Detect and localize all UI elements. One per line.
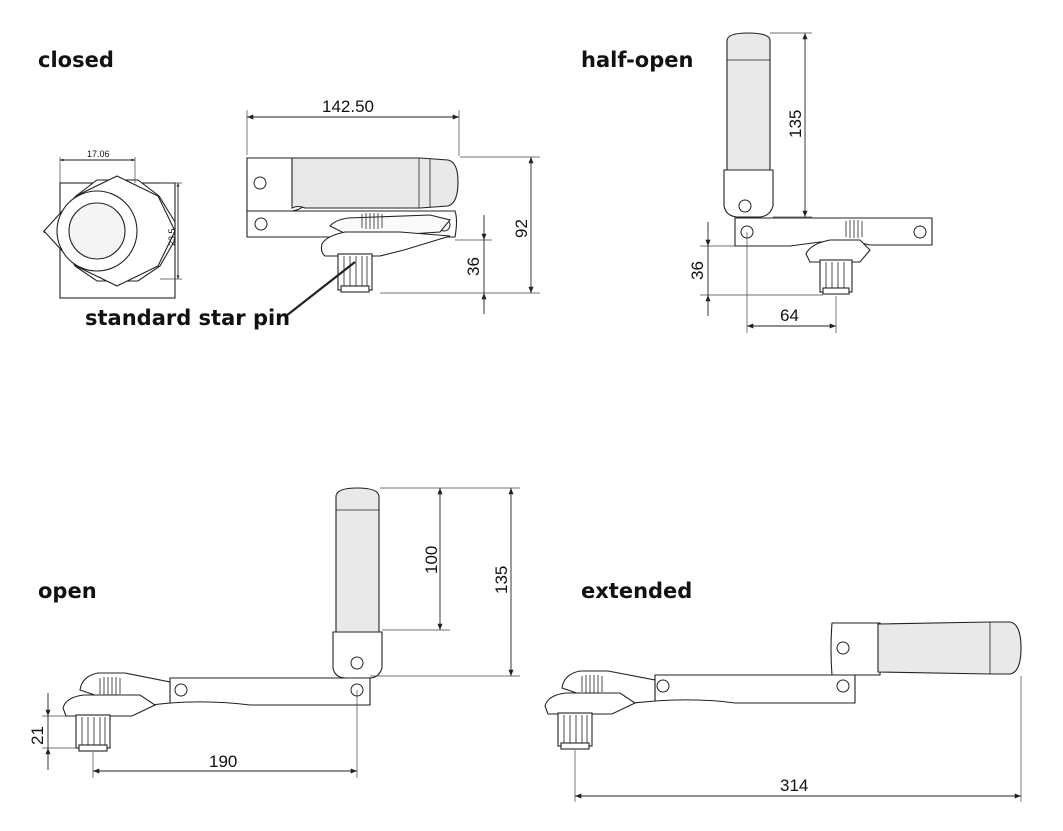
half-open-title: half-open [581, 48, 693, 72]
open-title: open [38, 579, 97, 603]
gear-ribs-closed [361, 213, 383, 229]
closed-height-dim: 92 [512, 219, 531, 238]
pin-label: standard star pin [85, 306, 290, 330]
gear-ribs-half-open [845, 220, 863, 238]
gear-ribs-extended [581, 675, 603, 693]
half-open-pin-dim: 36 [688, 261, 707, 280]
open-pin-dim: 21 [28, 726, 47, 745]
gear-ribs-open [99, 677, 121, 695]
star-height-dim: 23.5 [167, 228, 177, 246]
closed-title: closed [38, 48, 114, 72]
crank-half-open [723, 32, 933, 295]
crank-extended [544, 621, 1022, 750]
half-open-offset-dim: 64 [780, 306, 799, 325]
closed-pin-dim: 36 [464, 257, 483, 276]
view-extended: extended [544, 579, 1022, 802]
open-length-dim: 190 [209, 752, 237, 771]
half-open-handle-dim: 135 [786, 110, 805, 138]
crank-closed [246, 157, 459, 293]
star-pin-top-view: 17.06 23.5 [42, 149, 182, 299]
open-total-dim: 135 [492, 566, 511, 594]
view-open: open [28, 487, 520, 778]
crank-open [62, 487, 383, 752]
open-handle-dim: 100 [422, 546, 441, 574]
view-half-open: half-open 13 [581, 32, 933, 333]
star-width-dim: 17.06 [87, 149, 110, 159]
extended-title: extended [581, 579, 692, 603]
view-closed: closed 17.06 23.5 [38, 48, 540, 330]
closed-width-dim: 142.50 [322, 97, 374, 116]
extended-length-dim: 314 [780, 776, 808, 795]
